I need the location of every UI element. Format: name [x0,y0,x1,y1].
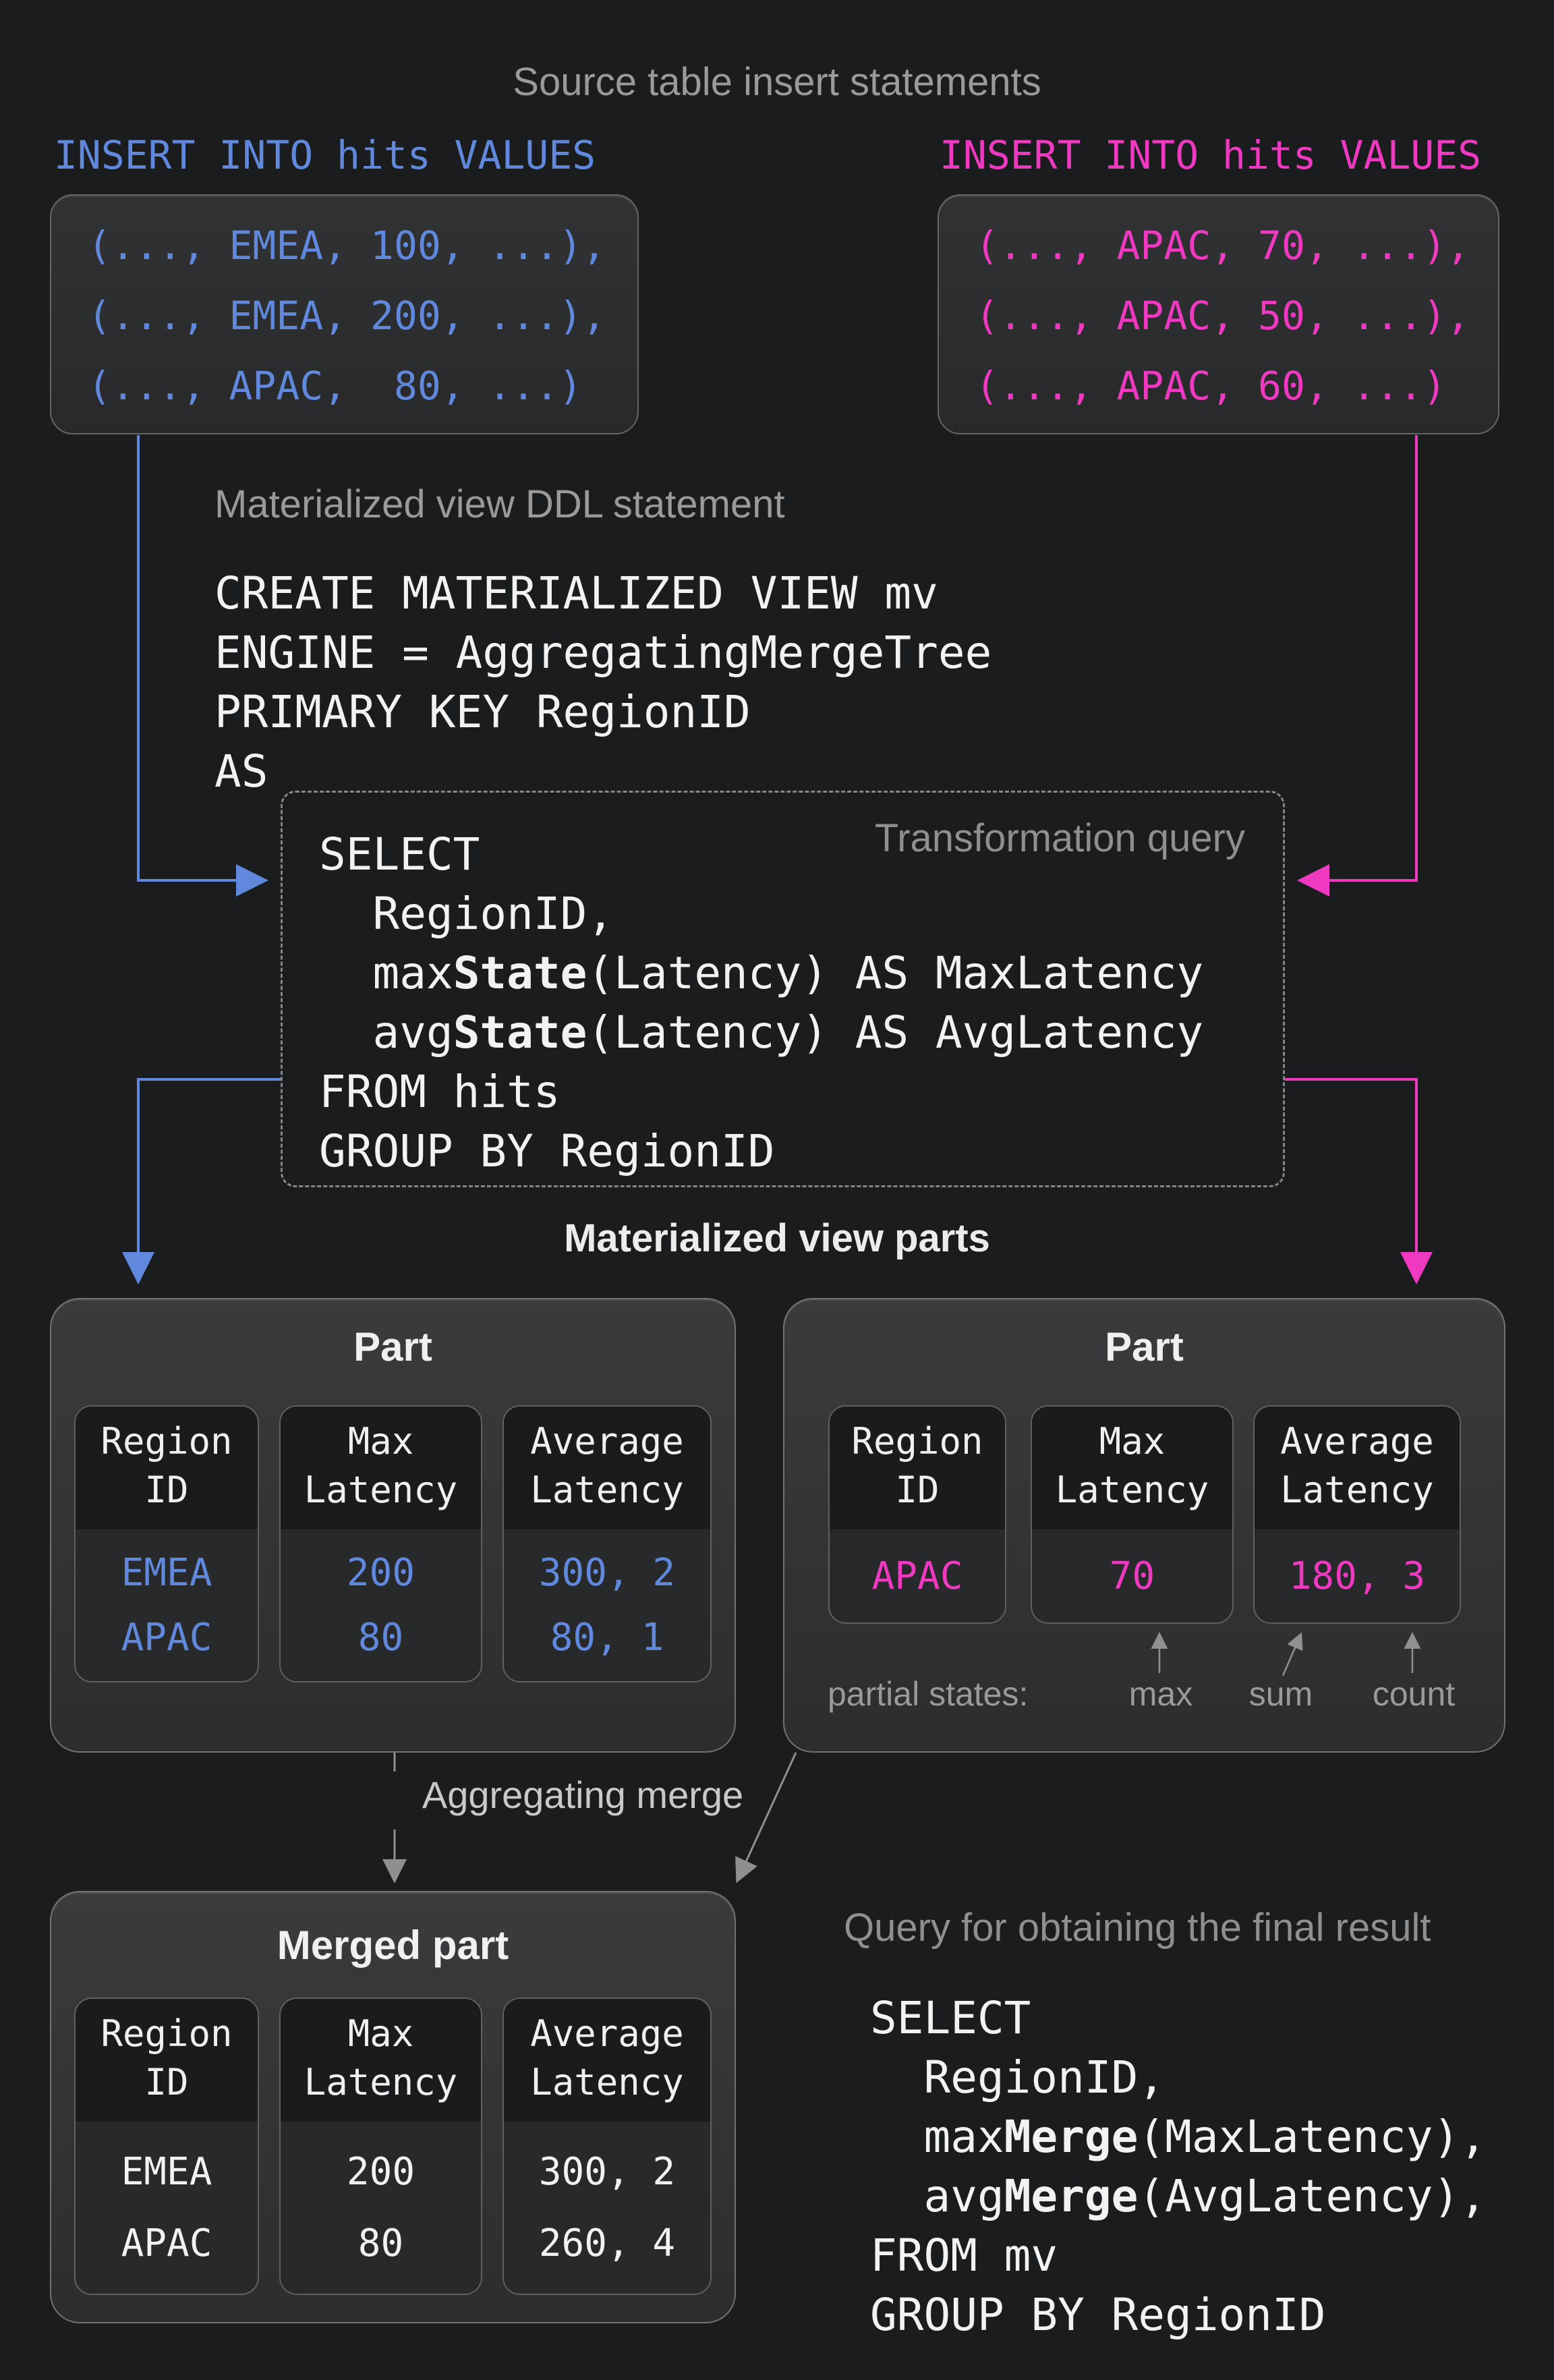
code-line: FROM hits [319,1066,560,1118]
cell-value: 300, 2 [538,1550,676,1595]
column-header: Max [347,1420,414,1463]
column-header: Latency [1280,1469,1434,1511]
column-header: ID [144,1469,189,1511]
code-line: SELECT [319,828,480,880]
column-header: Latency [530,1469,684,1511]
arrow-merge-right [735,1752,797,1883]
cell-value: EMEA [121,1550,212,1595]
part-title: Merged part [277,1923,509,1968]
code-line: (..., EMEA, 200, ...), [88,293,606,339]
column-header: Latency [530,2061,684,2103]
code-line: PRIMARY KEY RegionID [214,686,751,738]
column-header: Average [530,2012,684,2055]
column-header: Latency [1055,1469,1209,1511]
code-line: CREATE MATERIALIZED VIEW mv [214,567,938,619]
cell-value: APAC [871,1554,963,1598]
column-header: Region [100,1420,233,1463]
code-line: GROUP BY RegionID [319,1125,775,1177]
code-line: avgState(Latency) AS AvgLatency [319,1007,1204,1058]
code-line: maxMerge(MaxLatency), [870,2111,1487,2163]
transformation-query-label: Transformation query [874,816,1245,860]
partial-states-label: partial states: [828,1675,1029,1713]
cell-value: EMEA [121,2149,212,2194]
final-query-label: Query for obtaining the final result [844,1906,1431,1950]
cell-value: APAC [121,1616,212,1660]
column-header: Max [347,2012,414,2055]
partial-state-sum: sum [1248,1675,1313,1713]
cell-value: 70 [1109,1554,1155,1598]
column-header: Latency [304,1469,458,1511]
cell-value: 180, 3 [1288,1554,1426,1598]
code-line: RegionID, [319,888,614,940]
code-line: GROUP BY RegionID [870,2289,1326,2341]
insert-right-heading: INSERT INTO hits VALUES [940,132,1482,178]
cell-value: APAC [121,2221,212,2266]
column-header: Region [851,1420,983,1463]
cell-value: 200 [346,1550,415,1595]
code-line: avgMerge(AvgLatency), [870,2170,1487,2222]
final-query-code: SELECT RegionID, maxMerge(MaxLatency), a… [870,1989,1487,2345]
cell-value: 260, 4 [538,2221,676,2266]
column-header: Average [530,1420,684,1463]
code-line: (..., APAC, 80, ...) [88,363,583,409]
insert-right-box: (..., APAC, 70, ...), (..., APAC, 50, ..… [938,194,1499,434]
insert-left-box: (..., EMEA, 100, ...), (..., EMEA, 200, … [50,194,639,434]
page-title: Source table insert statements [513,60,1041,104]
code-line: (..., APAC, 60, ...) [975,363,1447,409]
aggregating-merge-label: Aggregating merge [422,1774,744,1816]
column-header: ID [895,1469,940,1511]
part-title: Part [1105,1324,1184,1369]
cell-value: 200 [346,2149,415,2194]
column-header: ID [144,2061,189,2103]
code-line: FROM mv [870,2230,1058,2282]
column-header: Region [100,2012,233,2055]
partial-state-max: max [1128,1675,1193,1713]
code-line: maxState(Latency) AS MaxLatency [319,947,1204,999]
part-title: Part [353,1324,432,1369]
code-line: (..., EMEA, 100, ...), [88,223,606,268]
cell-value: 80 [357,1616,404,1660]
ddl-label: Materialized view DDL statement [214,482,785,526]
code-line: (..., APAC, 70, ...), [975,223,1470,268]
cell-value: 80 [357,2221,404,2266]
code-line: RegionID, [870,2051,1166,2103]
insert-left-heading: INSERT INTO hits VALUES [54,132,596,178]
code-line: ENGINE = AggregatingMergeTree [214,627,992,679]
code-line: SELECT [870,1992,1031,2044]
code-line: (..., APAC, 50, ...), [975,293,1470,339]
partial-state-count: count [1372,1675,1456,1713]
column-header: Max [1099,1420,1166,1463]
ddl-code: CREATE MATERIALIZED VIEW mv ENGINE = Agg… [214,564,991,801]
parts-section-title: Materialized view parts [564,1216,990,1260]
cell-value: 80, 1 [550,1616,664,1660]
column-header: Average [1280,1420,1434,1463]
column-header: Latency [304,2061,458,2103]
arrow-insert-right-to-query [1297,435,1418,897]
transformation-query-box: Transformation query SELECT RegionID, ma… [281,791,1285,1187]
cell-value: 300, 2 [538,2149,676,2194]
